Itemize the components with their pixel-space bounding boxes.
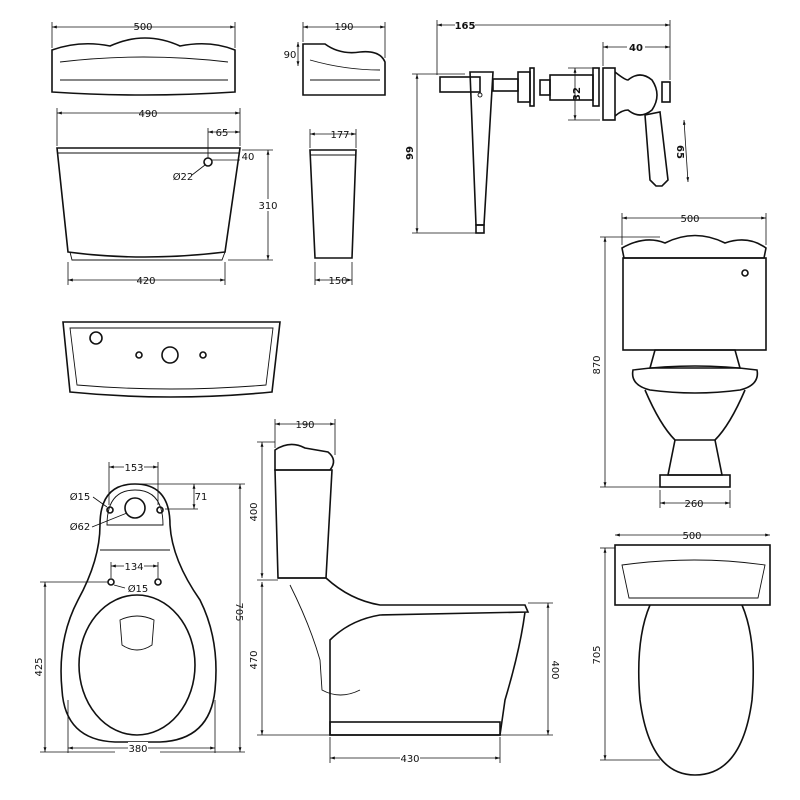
dim-cistern-base-width: 420 [136, 276, 155, 287]
cistern-side-view: 177 150 [309, 129, 357, 287]
dim-pan-plan-hole-spacing: 153 [124, 463, 143, 474]
dim-lever-boss-diameter: 32 [572, 87, 583, 101]
dim-side-pan-height: 470 [249, 650, 260, 669]
dim-plan-length: 705 [592, 645, 603, 664]
dim-lever-handle-length: 40 [629, 43, 643, 54]
dim-cistern-height: 310 [258, 201, 277, 212]
pan-plan-view: 153 Ø15 Ø62 71 134 Ø15 705 425 380 [34, 461, 245, 755]
dim-cistern-side-depth: 177 [330, 130, 349, 141]
dim-pan-plan-seat-length: 425 [34, 657, 45, 676]
dim-pan-plan-hole-dia-b: Ø15 [128, 583, 149, 595]
dim-cistern-hole-offset-x: 65 [216, 128, 229, 139]
dim-lever-length: 165 [455, 21, 476, 32]
dim-lever-handle-drop: 65 [674, 145, 685, 159]
dim-pan-plan-length: 705 [233, 602, 244, 621]
dim-side-cistern-depth: 190 [295, 420, 314, 431]
dim-cistern-hole-diameter: Ø22 [173, 171, 194, 183]
dim-lid-side-depth: 190 [334, 22, 353, 33]
lid-side-view: 190 90 [284, 22, 386, 96]
dim-pan-plan-inlet-dia: Ø62 [70, 521, 91, 533]
dim-lever-arm-drop: 99 [405, 146, 416, 160]
dim-pan-plan-hole-offset: 71 [195, 492, 208, 503]
dim-lid-side-height: 90 [284, 50, 297, 61]
dim-side-outlet-height: 400 [549, 660, 560, 679]
dim-cistern-hole-offset-y: 40 [242, 152, 255, 163]
dim-cistern-side-base: 150 [328, 276, 347, 287]
toilet-plan-view: 500 705 [592, 531, 771, 776]
dim-side-base-length: 430 [400, 754, 419, 765]
dim-cistern-front-width: 490 [138, 109, 157, 120]
toilet-front-elevation: 500 870 260 [592, 213, 767, 510]
cistern-plan-view [62, 321, 281, 398]
cistern-front-view: 490 65 40 Ø22 310 420 [56, 108, 278, 287]
dim-pan-plan-width: 380 [128, 744, 147, 755]
lid-top-view: 500 [51, 22, 236, 96]
dim-pan-plan-hole-dia-a: Ø15 [70, 491, 91, 503]
dim-front-pedestal-width: 260 [684, 499, 703, 510]
dim-pan-plan-seat-spacing: 134 [124, 562, 143, 573]
dim-front-width: 500 [680, 214, 699, 225]
toilet-side-elevation: 190 400 470 400 430 [249, 419, 560, 765]
dim-front-total-height: 870 [592, 355, 603, 374]
flush-lever-detail: 165 40 32 99 65 [405, 18, 690, 234]
dim-side-cistern-height: 400 [249, 502, 260, 521]
dim-lid-top-width: 500 [133, 22, 152, 33]
dim-plan-width: 500 [682, 531, 701, 542]
